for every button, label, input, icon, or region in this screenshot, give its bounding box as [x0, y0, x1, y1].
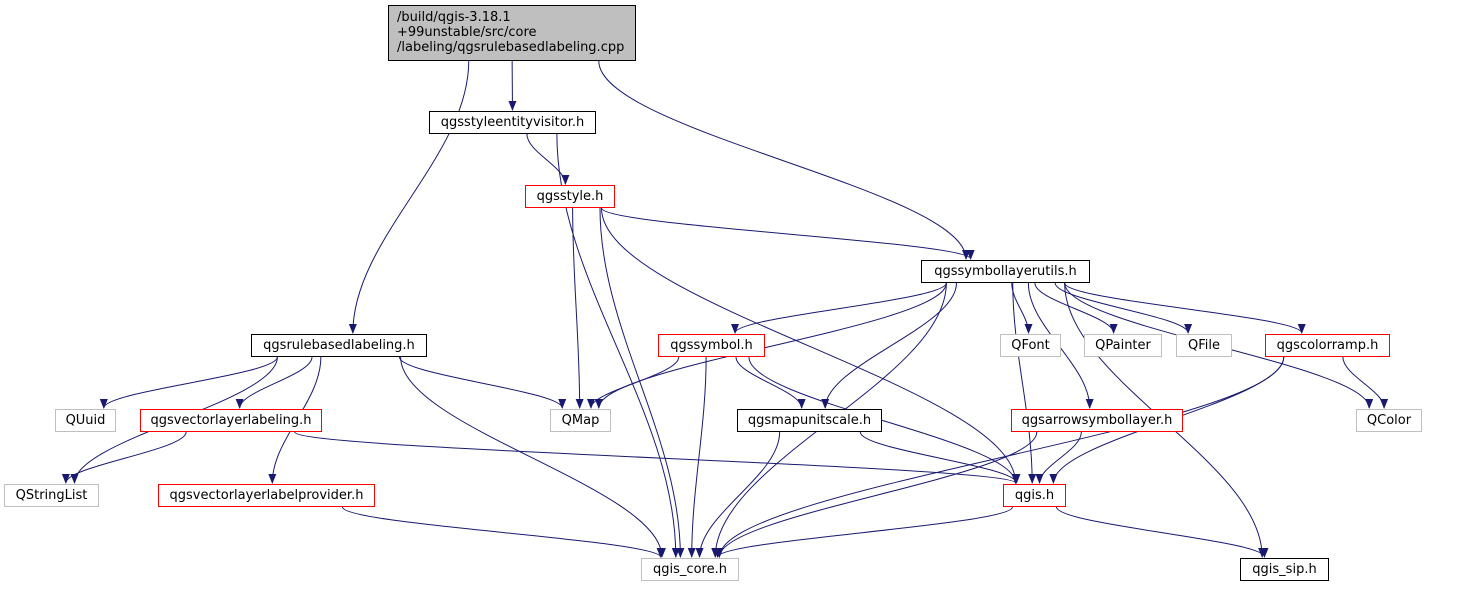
node-qgsvectorlayerlabeling[interactable]: qgsvectorlayerlabeling.h — [140, 409, 322, 432]
node-qcolor[interactable]: QColor — [1356, 409, 1422, 432]
edge-qgis-to-qgis_sip — [1056, 506, 1269, 558]
root-path-line-1: /build/qgis-3.18.1 — [397, 10, 511, 25]
node-qstringlist[interactable]: QStringList — [4, 484, 99, 507]
node-label: qgsmapunitscale.h — [747, 412, 872, 428]
edge-qgis-to-qgis_core — [713, 506, 1013, 558]
node-qfont[interactable]: QFont — [1000, 334, 1061, 357]
edge-qgssymbollayerutils-to-qgscolorramp — [1064, 282, 1306, 334]
edge-qgsmapunitscale-to-qgis_core — [695, 431, 781, 558]
node-label: qgsvectorlayerlabeling.h — [150, 412, 312, 428]
edge-qgsmapunitscale-to-qgis — [859, 431, 1021, 484]
root-path-line-3: /labeling/qgsrulebasedlabeling.cpp — [397, 40, 625, 55]
edge-qgssymbollayerutils-to-qfile — [1054, 282, 1193, 334]
node-label: qgscolorramp.h — [1276, 337, 1379, 353]
root-file-node[interactable]: /build/qgis-3.18.1 +99unstable/src/core … — [388, 5, 636, 61]
node-qgsstyle[interactable]: qgsstyle.h — [525, 185, 615, 208]
edge-root-to-qgssymbollayerutils — [598, 60, 970, 260]
node-label: qgsstyle.h — [536, 188, 604, 204]
edge-qgsarrowsymbollayer-to-qgis_core — [715, 431, 1038, 558]
edge-qgsvectorlayerlabeling-to-qstringlist — [61, 431, 187, 484]
node-label: qgis_core.h — [653, 561, 727, 577]
node-qgis[interactable]: qgis.h — [1003, 484, 1066, 507]
node-qgsrulebasedlabeling[interactable]: qgsrulebasedlabeling.h — [251, 334, 427, 357]
edge-qgsvectorlayerlabelprovider-to-qgis_core — [341, 506, 665, 558]
node-qgsarrowsymbollayer[interactable]: qgsarrowsymbollayer.h — [1011, 409, 1183, 432]
edge-qgssymbollayerutils-to-qgssymbol — [731, 282, 947, 334]
edge-qgsstyle-to-qgis_core — [599, 207, 685, 558]
node-label: QColor — [1366, 412, 1412, 428]
edge-qgscolorramp-to-qgis_core — [715, 356, 1285, 558]
edge-qgsarrowsymbollayer-to-qgis — [1035, 431, 1082, 484]
node-qgssymbollayerutils[interactable]: qgssymbollayerutils.h — [921, 260, 1090, 283]
edge-qgssymbollayerutils-to-qmap — [594, 282, 947, 409]
edge-qgsstyleentityvisitor-to-qgsstyle — [526, 133, 570, 185]
node-qgssymbol[interactable]: qgssymbol.h — [658, 334, 765, 357]
edge-qgsstyle-to-qgssymbollayerutils — [601, 207, 975, 260]
edge-qgsrulebasedlabeling-to-qmap — [398, 356, 567, 409]
edge-qgssymbol-to-qgsmapunitscale — [735, 356, 806, 409]
node-qpainter[interactable]: QPainter — [1084, 334, 1162, 357]
node-label: QStringList — [15, 487, 88, 503]
node-quuid[interactable]: QUuid — [55, 409, 116, 432]
edge-qgssymbollayerutils-to-qfont — [1011, 282, 1033, 334]
node-label: QMap — [561, 412, 600, 428]
edge-root-to-qgsrulebasedlabeling — [348, 60, 470, 334]
node-qgsstyleentityvisitor[interactable]: qgsstyleentityvisitor.h — [429, 111, 596, 134]
node-qgscolorramp[interactable]: qgscolorramp.h — [1265, 334, 1390, 357]
node-qgsvectorlayerlabelprovider[interactable]: qgsvectorlayerlabelprovider.h — [158, 484, 375, 507]
node-label: QUuid — [65, 412, 106, 428]
edge-qgssymbol-to-qgis — [748, 356, 1020, 484]
edge-qgssymbol-to-qgis_core — [687, 356, 707, 558]
edge-qgsstyle-to-qgis — [601, 207, 1020, 484]
edge-qgsrulebasedlabeling-to-qgis_core — [400, 356, 666, 558]
node-label: qgsstyleentityvisitor.h — [440, 114, 585, 130]
node-qfile[interactable]: QFile — [1176, 334, 1232, 357]
edge-qgssymbollayerutils-to-qpainter — [1034, 282, 1118, 334]
node-label: qgsvectorlayerlabelprovider.h — [169, 487, 364, 503]
node-label: qgis_sip.h — [1252, 561, 1317, 577]
root-path-line-2: +99unstable/src/core — [397, 25, 537, 40]
node-label: QFile — [1188, 337, 1220, 353]
node-qgis-core[interactable]: qgis_core.h — [641, 558, 739, 581]
node-label: qgsrulebasedlabeling.h — [263, 337, 415, 353]
edge-qgsrulebasedlabeling-to-quuid — [99, 356, 278, 409]
node-qmap[interactable]: QMap — [550, 409, 611, 432]
edge-qgscolorramp-to-qcolor — [1342, 356, 1389, 409]
edge-qgsstyle-to-qmap — [572, 207, 584, 409]
edge-qgssymbollayerutils-to-qgsmapunitscale — [821, 282, 957, 409]
node-label: QFont — [1011, 337, 1050, 353]
node-label: qgssymbol.h — [670, 337, 753, 353]
node-label: QPainter — [1095, 337, 1151, 353]
edge-qgsrulebasedlabeling-to-qgsvectorlayerlabeling — [235, 356, 313, 409]
node-qgsmapunitscale[interactable]: qgsmapunitscale.h — [737, 409, 882, 432]
node-qgis-sip[interactable]: qgis_sip.h — [1240, 558, 1329, 581]
node-label: qgis.h — [1014, 487, 1055, 503]
edge-qgsvectorlayerlabeling-to-qgis — [294, 431, 1020, 484]
edge-qgssymbol-to-qmap — [587, 356, 680, 409]
node-label: qgsarrowsymbollayer.h — [1021, 412, 1173, 428]
edge-qgssymbollayerutils-to-qgis — [1012, 282, 1037, 484]
node-label: qgssymbollayerutils.h — [934, 263, 1077, 279]
